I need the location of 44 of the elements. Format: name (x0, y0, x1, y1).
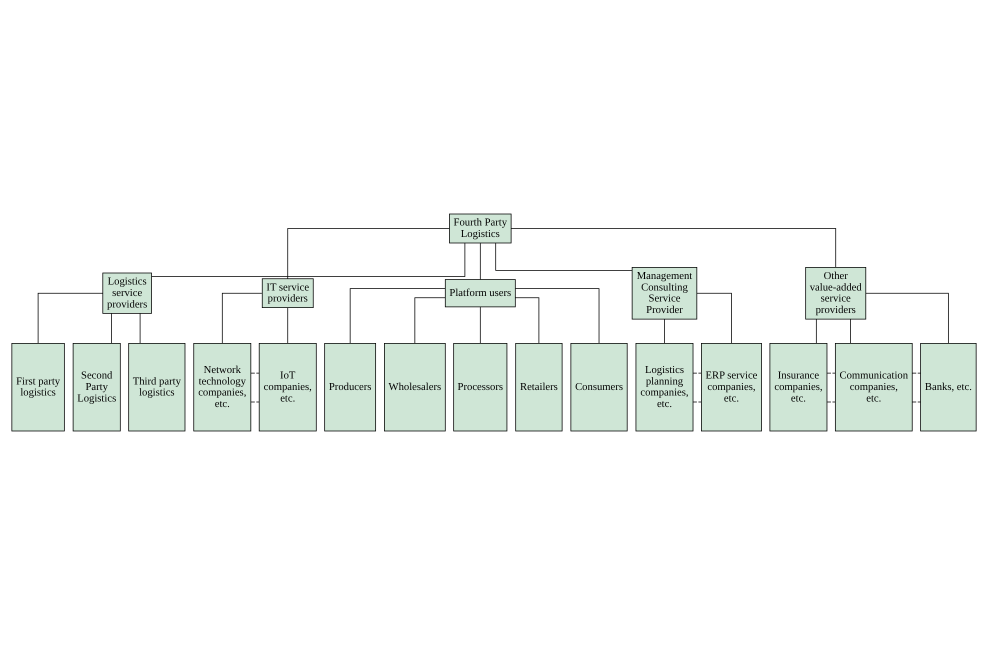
connector (250, 372, 260, 374)
node-box: Consumers (570, 343, 628, 432)
connector (692, 372, 702, 374)
connector (664, 318, 665, 344)
connector (38, 292, 103, 344)
connector (287, 228, 450, 279)
node-box: Other value-added service providers (805, 266, 866, 320)
connector (850, 318, 851, 344)
connector (480, 242, 481, 280)
node-box: Retailers (515, 343, 562, 432)
connector (912, 372, 921, 374)
connector (816, 318, 817, 344)
connector (151, 242, 466, 277)
node-box: Fourth Party Logistics (449, 214, 512, 244)
node-box: First party logistics (11, 343, 65, 432)
connector (510, 228, 836, 268)
node-box: Network technology companies, etc. (193, 343, 252, 432)
node-box: Processors (453, 343, 508, 432)
node-box: IoT companies, etc. (258, 343, 317, 432)
node-box: Banks, etc. (920, 343, 977, 432)
node-box: Platform users (444, 279, 516, 308)
connector (495, 242, 632, 271)
connector (826, 372, 836, 374)
connector (515, 288, 600, 344)
connector (414, 297, 446, 344)
node-box: Insurance companies, etc. (770, 343, 828, 432)
connector (350, 288, 446, 344)
node-box: Logistics planning companies, etc. (636, 343, 694, 432)
node-box: Second Party Logistics (72, 343, 121, 432)
node-box: Communication companies, etc. (834, 343, 913, 432)
connector (287, 307, 288, 344)
connector (480, 306, 481, 344)
connector (222, 292, 262, 344)
node-box: Producers (324, 343, 376, 432)
connector (696, 292, 732, 344)
node-box: Wholesalers (384, 343, 446, 432)
node-box: Logistics service providers (102, 272, 152, 314)
node-box: IT service providers (262, 278, 314, 308)
node-box: Management Consulting Service Provider (632, 266, 698, 320)
node-box: ERP service companies, etc. (701, 343, 762, 432)
node-box: Third party logistics (128, 343, 186, 432)
connector (866, 292, 949, 344)
connector (515, 297, 540, 344)
connector (111, 313, 112, 344)
